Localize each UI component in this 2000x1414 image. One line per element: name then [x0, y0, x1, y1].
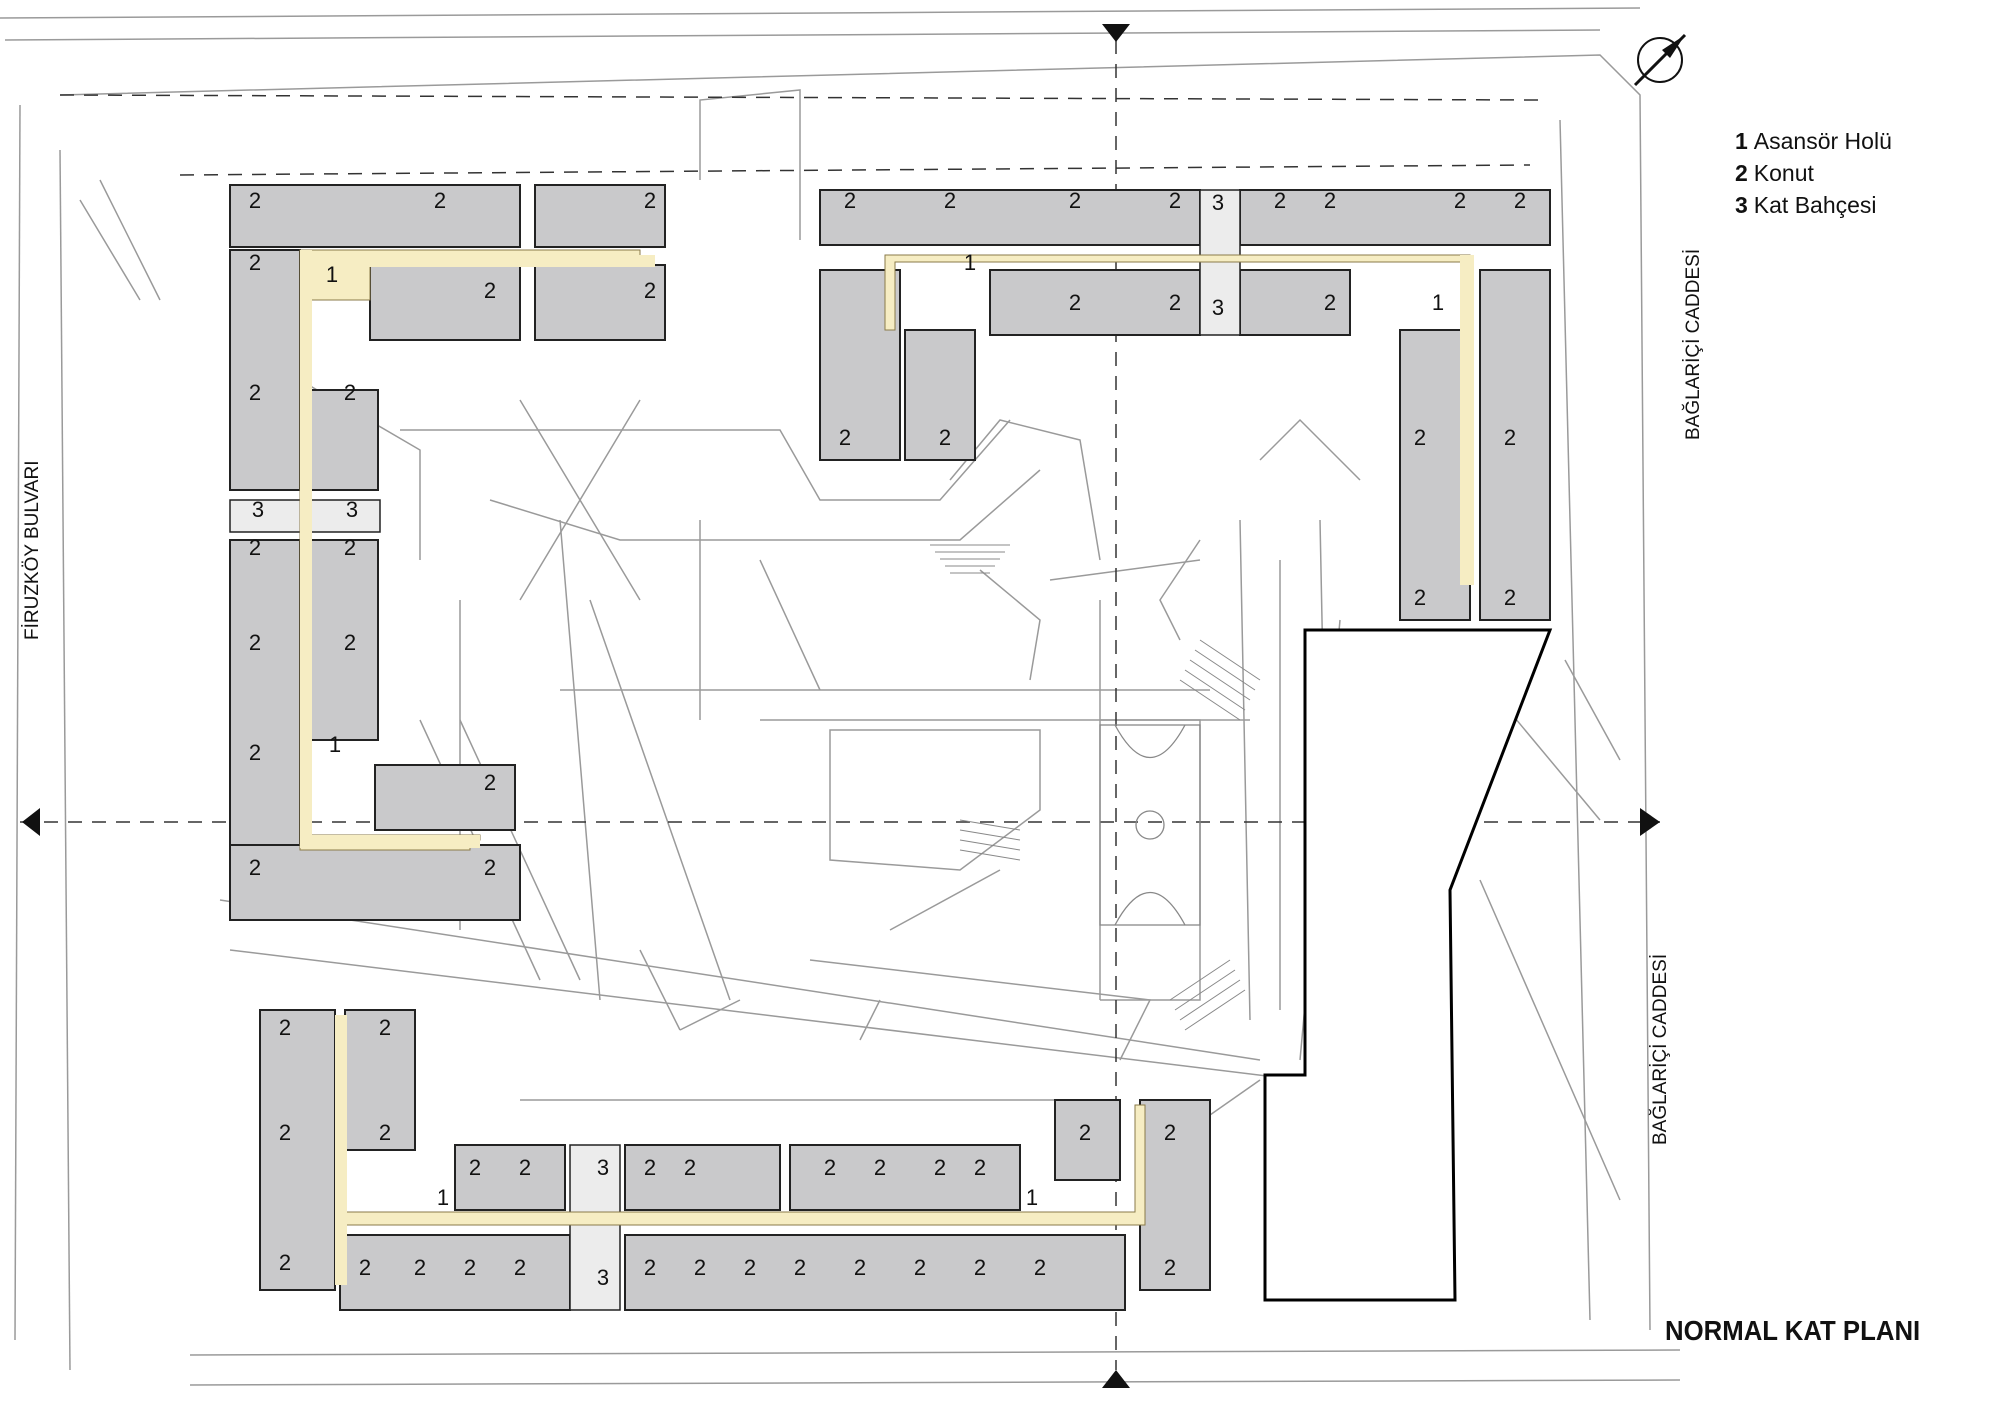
unit-label-residence: 2	[694, 1255, 706, 1280]
unit-label-residence: 2	[249, 630, 261, 655]
unit-label-residence: 2	[854, 1255, 866, 1280]
unit-label-residence: 2	[939, 425, 951, 450]
unit-label-elevator-hall: 1	[1026, 1185, 1038, 1210]
unit-label-residence: 2	[249, 740, 261, 765]
unit-label-residence: 2	[279, 1015, 291, 1040]
unit-label-floor-garden: 3	[252, 497, 264, 522]
unit-label-residence: 2	[794, 1255, 806, 1280]
unit-label-residence: 2	[249, 535, 261, 560]
unit-label-residence: 2	[744, 1255, 756, 1280]
unit-label-residence: 2	[484, 770, 496, 795]
east-commercial-outline	[1263, 628, 1553, 1302]
unit-label-residence: 2	[1324, 290, 1336, 315]
unit-label-residence: 2	[519, 1155, 531, 1180]
unit-label-residence: 2	[1034, 1255, 1046, 1280]
unit-label-residence: 2	[644, 278, 656, 303]
unit-label-elevator-hall: 1	[964, 250, 976, 275]
unit-label-residence: 2	[249, 188, 261, 213]
unit-label-floor-garden: 3	[346, 497, 358, 522]
unit-label-residence: 2	[1164, 1255, 1176, 1280]
unit-label-residence: 2	[644, 1255, 656, 1280]
unit-label-residence: 2	[844, 188, 856, 213]
legend-text: Konut	[1753, 160, 1814, 186]
unit-label-elevator-hall: 1	[437, 1185, 449, 1210]
legend-text: Asansör Holü	[1753, 128, 1892, 154]
street-label-west: FİRUZKÖY BULVARI	[22, 460, 43, 640]
unit-label-residence: 2	[944, 188, 956, 213]
sports-court	[1099, 724, 1201, 926]
unit-label-residence: 2	[934, 1155, 946, 1180]
unit-label-residence: 2	[1069, 290, 1081, 315]
unit-label-residence: 2	[1504, 425, 1516, 450]
unit-label-residence: 2	[464, 1255, 476, 1280]
unit-label-residence: 2	[344, 535, 356, 560]
amphitheatre-steps	[930, 544, 1261, 1031]
street-label-east-bottom: BAĞLARİÇİ CADDESİ	[1650, 953, 1671, 1145]
legend-number: 3	[1735, 192, 1748, 218]
unit-label-residence: 2	[1079, 1120, 1091, 1145]
unit-label-residence: 2	[644, 1155, 656, 1180]
site-context-lines	[0, 7, 1681, 1386]
unit-label-residence: 2	[684, 1155, 696, 1180]
unit-label-residence: 2	[644, 188, 656, 213]
unit-label-residence: 2	[1414, 425, 1426, 450]
unit-label-residence: 2	[249, 855, 261, 880]
unit-label-residence: 2	[344, 630, 356, 655]
section-cut-triangle-icon	[22, 24, 1660, 1388]
unit-label-residence: 2	[379, 1120, 391, 1145]
legend-number: 1	[1735, 128, 1748, 154]
unit-label-floor-garden: 3	[1212, 295, 1224, 320]
unit-label-residence: 2	[249, 250, 261, 275]
unit-label-residence: 2	[414, 1255, 426, 1280]
street-label-east-top: BAĞLARİÇİ CADDESİ	[1683, 248, 1704, 440]
unit-label-residence: 2	[824, 1155, 836, 1180]
compass-north-icon	[1633, 33, 1687, 87]
building-northeast	[819, 189, 1551, 621]
unit-label-residence: 2	[1514, 188, 1526, 213]
unit-label-elevator-hall: 1	[329, 732, 341, 757]
unit-label-residence: 2	[1169, 188, 1181, 213]
unit-label-residence: 2	[974, 1155, 986, 1180]
building-south	[259, 1009, 1211, 1311]
unit-label-elevator-hall: 1	[1432, 290, 1444, 315]
unit-label-residence: 2	[874, 1155, 886, 1180]
unit-label-floor-garden: 3	[1212, 190, 1224, 215]
unit-label-residence: 2	[1274, 188, 1286, 213]
unit-label-floor-garden: 3	[597, 1265, 609, 1290]
unit-label-residence: 2	[434, 188, 446, 213]
building-west	[229, 184, 666, 921]
unit-label-residence: 2	[839, 425, 851, 450]
unit-label-residence: 2	[279, 1250, 291, 1275]
legend-text: Kat Bahçesi	[1753, 192, 1877, 218]
unit-label-residence: 2	[484, 855, 496, 880]
unit-label-residence: 2	[279, 1120, 291, 1145]
legend-number: 2	[1735, 160, 1748, 186]
unit-label-elevator-hall: 1	[326, 262, 338, 287]
unit-label-residence: 2	[1454, 188, 1466, 213]
unit-label-residence: 2	[1324, 188, 1336, 213]
unit-label-residence: 2	[1169, 290, 1181, 315]
unit-label-floor-garden: 3	[597, 1155, 609, 1180]
unit-label-residence: 2	[249, 380, 261, 405]
unit-label-residence: 2	[1164, 1120, 1176, 1145]
unit-label-residence: 2	[484, 278, 496, 303]
unit-label-residence: 2	[359, 1255, 371, 1280]
unit-label-residence: 2	[379, 1015, 391, 1040]
unit-label-residence: 2	[1414, 585, 1426, 610]
unit-label-residence: 2	[1504, 585, 1516, 610]
unit-label-residence: 2	[1069, 188, 1081, 213]
drawing-title: NORMAL KAT PLANI	[1665, 1315, 1921, 1346]
unit-label-residence: 2	[344, 380, 356, 405]
unit-label-residence: 2	[914, 1255, 926, 1280]
unit-label-residence: 2	[514, 1255, 526, 1280]
unit-label-residence: 2	[469, 1155, 481, 1180]
unit-label-residence: 2	[974, 1255, 986, 1280]
